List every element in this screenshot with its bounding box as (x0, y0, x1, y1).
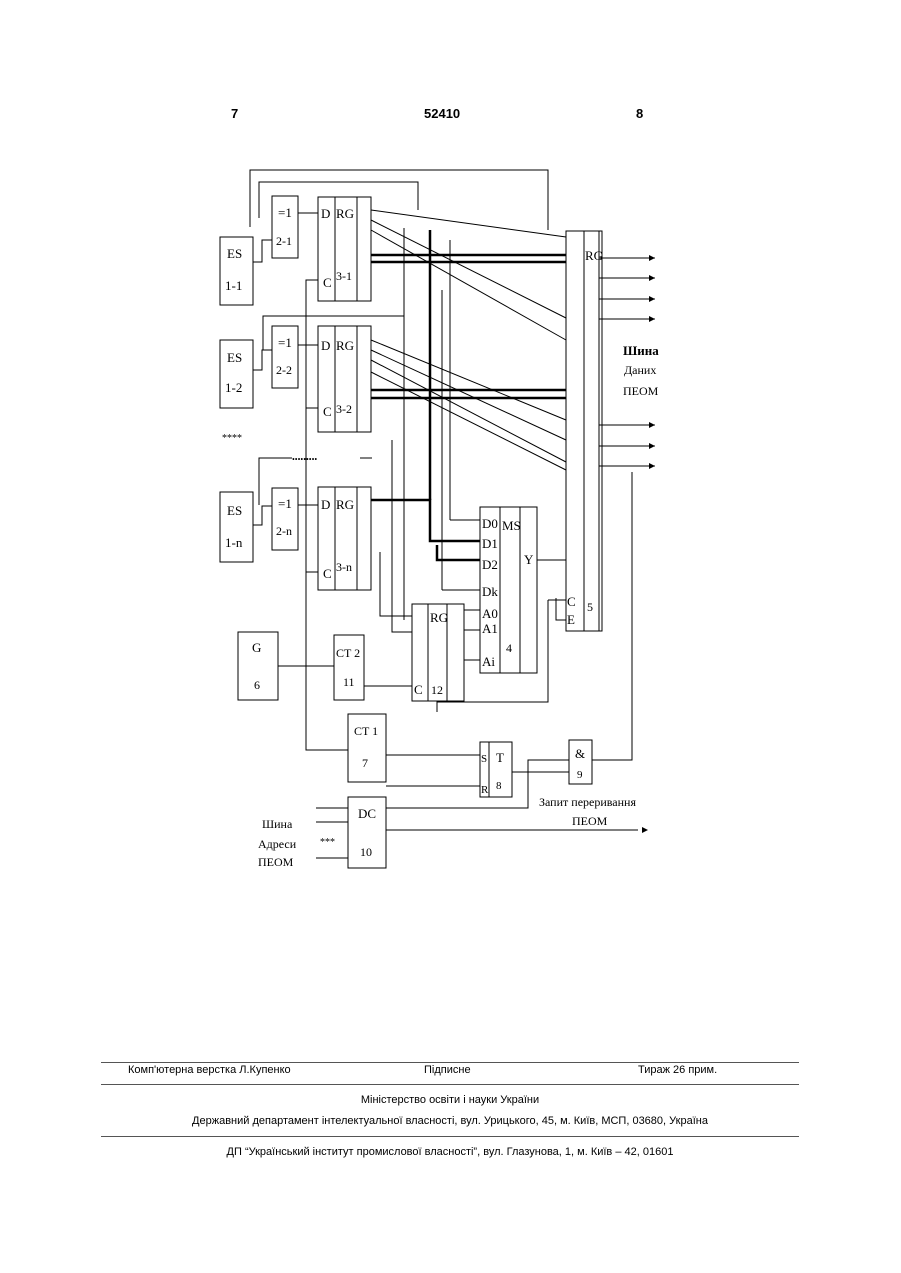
and-label: & (575, 746, 585, 761)
mux-dk: Dk (482, 584, 498, 599)
and-index: 9 (577, 769, 583, 781)
footer-rule-3 (101, 1136, 799, 1137)
reg5-rg: RG (585, 248, 603, 263)
dots-row: ••••••••• (292, 455, 317, 464)
bus-data-3: ПЕОМ (623, 384, 659, 398)
reg3-2-rg: RG (336, 338, 354, 353)
reg3-n-d: D (321, 497, 330, 512)
es-label-n: ES (227, 503, 242, 518)
footer-rule-2 (101, 1084, 799, 1085)
reg3-2-d: D (321, 338, 330, 353)
footer-ministry: Міністерство освіти і науки України (101, 1094, 799, 1106)
xor-op-2: =1 (278, 335, 292, 350)
mux-y: Y (524, 552, 534, 567)
es-index-1: 1-1 (225, 278, 242, 293)
request-1: Запит переривання (539, 795, 636, 809)
trig-r: R (481, 784, 489, 796)
reg3-1-d: D (321, 206, 330, 221)
gen-label: G (252, 640, 261, 655)
xor-op-n: =1 (278, 496, 292, 511)
reg5-c: C (567, 594, 576, 609)
footer-circulation: Тираж 26 прим. (638, 1064, 717, 1076)
ct1-index: 7 (362, 756, 368, 770)
footer-layout: Комп'ютерна верстка Л.Купенко (128, 1064, 291, 1076)
reg3-n-rg: RG (336, 497, 354, 512)
xor-index-1: 2-1 (276, 234, 292, 248)
footer-rule-1 (101, 1062, 799, 1063)
reg3-1-c: C (323, 275, 332, 290)
reg3-2-c: C (323, 404, 332, 419)
es-label-1: ES (227, 246, 242, 261)
xor-op-1: =1 (278, 205, 292, 220)
reg3-n-c: C (323, 566, 332, 581)
reg5-e: E (567, 612, 575, 627)
register-5 (566, 231, 599, 631)
footer-institute: ДП “Український інститут промислової вла… (101, 1146, 799, 1158)
xor-index-2: 2-2 (276, 363, 292, 377)
mux-index: 4 (506, 641, 512, 655)
trig-s: S (481, 753, 487, 765)
footer-department: Державний департамент інтелектуальної вл… (101, 1115, 799, 1127)
dc-label: DC (358, 806, 376, 821)
reg3-2-index: 3-2 (336, 402, 352, 416)
request-2: ПЕОМ (572, 814, 608, 828)
bus-addr-2: Адреси (258, 837, 297, 851)
reg3-1-index: 3-1 (336, 269, 352, 283)
ellipsis: **** (222, 433, 242, 444)
reg5-index: 5 (587, 600, 593, 614)
footer-signed: Підписне (424, 1064, 471, 1076)
mux-d0: D0 (482, 516, 498, 531)
reg3-n-index: 3-n (336, 560, 352, 574)
reg12-c: C (414, 682, 423, 697)
ct1-label: CT 1 (354, 724, 378, 738)
dc-index: 10 (360, 845, 372, 859)
reg12-index: 12 (431, 683, 443, 697)
bus-addr-3: ПЕОМ (258, 855, 294, 869)
reg3-1-rg: RG (336, 206, 354, 221)
mux-a1: A1 (482, 621, 498, 636)
mux-ai: Ai (482, 654, 495, 669)
gen-index: 6 (254, 678, 260, 692)
ct2-index: 11 (343, 675, 355, 689)
bus-addr-1: Шина (262, 817, 293, 831)
es-index-n: 1-n (225, 535, 243, 550)
trig-label: T (496, 750, 504, 765)
es-index-2: 1-2 (225, 380, 242, 395)
mux-d1: D1 (482, 536, 498, 551)
mux-d2: D2 (482, 557, 498, 572)
xor-index-n: 2-n (276, 524, 292, 538)
bus-data-1: Шина (623, 343, 659, 358)
mux-ms: MS (502, 518, 521, 533)
trig-index: 8 (496, 780, 502, 792)
counter-11 (334, 635, 364, 700)
reg12-rg: RG (430, 610, 448, 625)
es-label-2: ES (227, 350, 242, 365)
bus-addr-dots: *** (320, 837, 335, 848)
ct2-label: CT 2 (336, 646, 360, 660)
mux-a0: A0 (482, 606, 498, 621)
bus-data-2: Даних (624, 363, 656, 377)
